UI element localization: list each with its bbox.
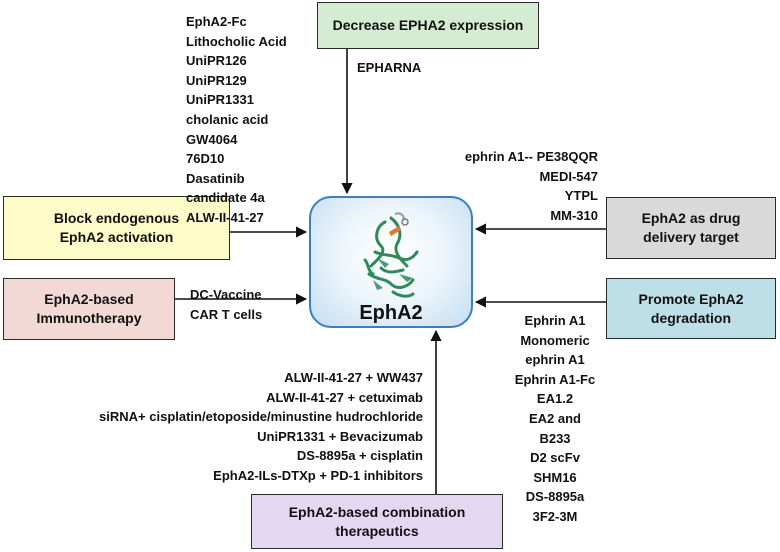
list-item: Dasatinib bbox=[186, 170, 245, 186]
list-item: 76D10 bbox=[186, 151, 225, 167]
list-item: Ephrin A1 bbox=[524, 313, 586, 328]
list-item: siRNA+ cisplatin/etoposide/minustine hud… bbox=[99, 409, 423, 425]
list-item: EA1.2 bbox=[536, 391, 574, 407]
list-item: ALW-II-41-27 bbox=[186, 209, 264, 225]
list-item: EA2 and bbox=[528, 410, 581, 426]
box-combination-therapeutics: EphA2-based combination therapeutics bbox=[251, 494, 503, 549]
protein-structure-icon bbox=[363, 212, 419, 298]
list-item: EPHARNA bbox=[357, 60, 422, 75]
box-block-activation: Block endogenous EphA2 activation bbox=[3, 196, 230, 260]
list-item: MM-310 bbox=[550, 207, 598, 223]
list-item: DS-8895a + cisplatin bbox=[296, 448, 423, 464]
epha2-center-node: EphA2 bbox=[309, 196, 473, 328]
list-item: EphA2-ILs-DTXp + PD-1 inhibitors bbox=[213, 467, 423, 483]
list-item: CAR T cells bbox=[190, 306, 263, 322]
list-item: SHM16 bbox=[533, 469, 577, 485]
list-item: ephrin A1 bbox=[525, 352, 585, 368]
list-item: cholanic acid bbox=[186, 111, 269, 127]
box-promote-degradation: Promote EphA2 degradation bbox=[606, 278, 776, 339]
box-drug-delivery: EphA2 as drug delivery target bbox=[606, 197, 776, 259]
box-decrease-expression: Decrease EPHA2 expression bbox=[317, 2, 539, 49]
list-item: B233 bbox=[539, 430, 571, 446]
list-item: DC-Vaccine bbox=[190, 287, 262, 302]
list-item: ALW-II-41-27 + WW437 bbox=[284, 370, 423, 385]
list-item: UniPR1331 bbox=[186, 92, 254, 108]
epha2-label: EphA2 bbox=[359, 302, 423, 324]
list-item: Monomeric bbox=[520, 332, 590, 348]
list-item: 3F2-3M bbox=[532, 508, 578, 524]
list-item: MEDI-547 bbox=[539, 168, 598, 184]
list-item: Ephrin A1-Fc bbox=[514, 371, 596, 387]
list-item: ALW-II-41-27 + cetuximab bbox=[266, 389, 423, 405]
list-item: DS-8895a bbox=[525, 489, 585, 505]
list-item: UniPR126 bbox=[186, 53, 247, 69]
list-item: candidate 4a bbox=[186, 190, 265, 206]
list-item: ephrin A1-- PE38QQR bbox=[464, 149, 598, 164]
list-item: Lithocholic Acid bbox=[186, 33, 287, 49]
list-item: UniPR129 bbox=[186, 72, 247, 88]
list-decrease-agents: EPHARNA bbox=[357, 58, 421, 78]
list-item: GW4064 bbox=[186, 131, 238, 147]
list-item: YTPL bbox=[564, 188, 598, 204]
list-item: D2 scFv bbox=[530, 450, 580, 466]
list-item: UniPR1331 + Bevacizumab bbox=[257, 428, 423, 444]
box-immunotherapy: EphA2-based Immunotherapy bbox=[3, 278, 175, 340]
list-item: EphA2-Fc bbox=[186, 14, 247, 29]
